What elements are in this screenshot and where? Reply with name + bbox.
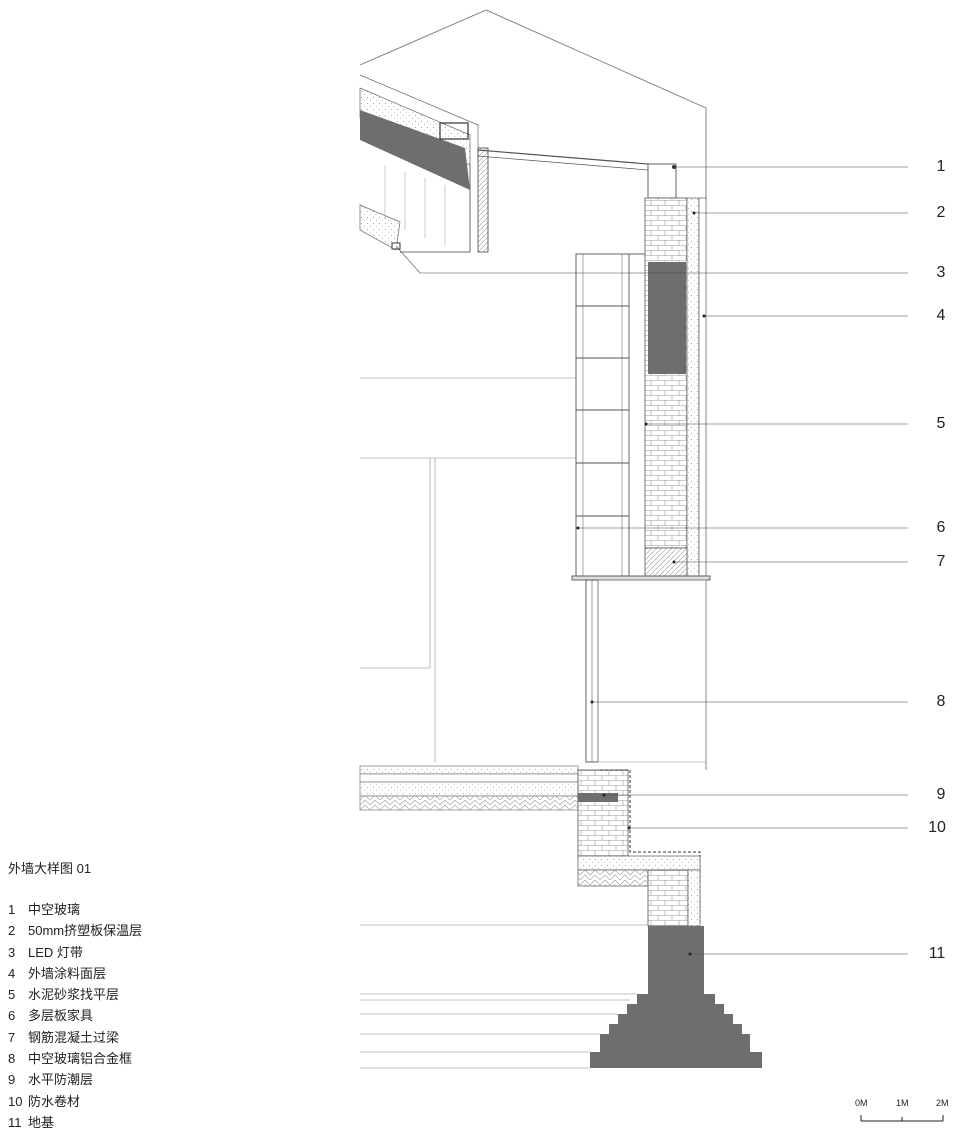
leader-lines bbox=[395, 166, 908, 955]
interior-lines bbox=[360, 377, 576, 762]
callout-11: 11 bbox=[928, 945, 946, 962]
plywood-furniture-shelves bbox=[571, 253, 711, 581]
callout-5: 5 bbox=[936, 415, 946, 432]
callout-3: 3 bbox=[936, 264, 946, 281]
callout-8: 8 bbox=[936, 693, 946, 710]
callout-10: 10 bbox=[928, 819, 946, 836]
roof-eave-detail bbox=[359, 74, 489, 253]
callout-2: 2 bbox=[936, 204, 946, 221]
floor-slab bbox=[359, 765, 579, 811]
foundation-wall bbox=[360, 769, 701, 927]
callout-6: 6 bbox=[936, 519, 946, 536]
callout-1: 1 bbox=[936, 158, 946, 175]
stepped-footing bbox=[360, 926, 762, 1069]
scale-bar bbox=[860, 1115, 944, 1122]
aluminium-glazing-frame bbox=[585, 579, 707, 763]
leader-dots bbox=[576, 211, 706, 956]
callout-4: 4 bbox=[936, 307, 946, 324]
exterior-wall bbox=[644, 197, 707, 577]
callout-9: 9 bbox=[936, 786, 946, 803]
callout-7: 7 bbox=[936, 553, 946, 570]
drawing-title: 外墙大样图 01 bbox=[8, 861, 92, 876]
insulated-glass-skylight bbox=[477, 149, 677, 199]
scale-label-2m: 2M bbox=[936, 1098, 949, 1108]
scale-label-0m: 0M bbox=[855, 1098, 868, 1108]
scale-label-1m: 1M bbox=[896, 1098, 909, 1108]
